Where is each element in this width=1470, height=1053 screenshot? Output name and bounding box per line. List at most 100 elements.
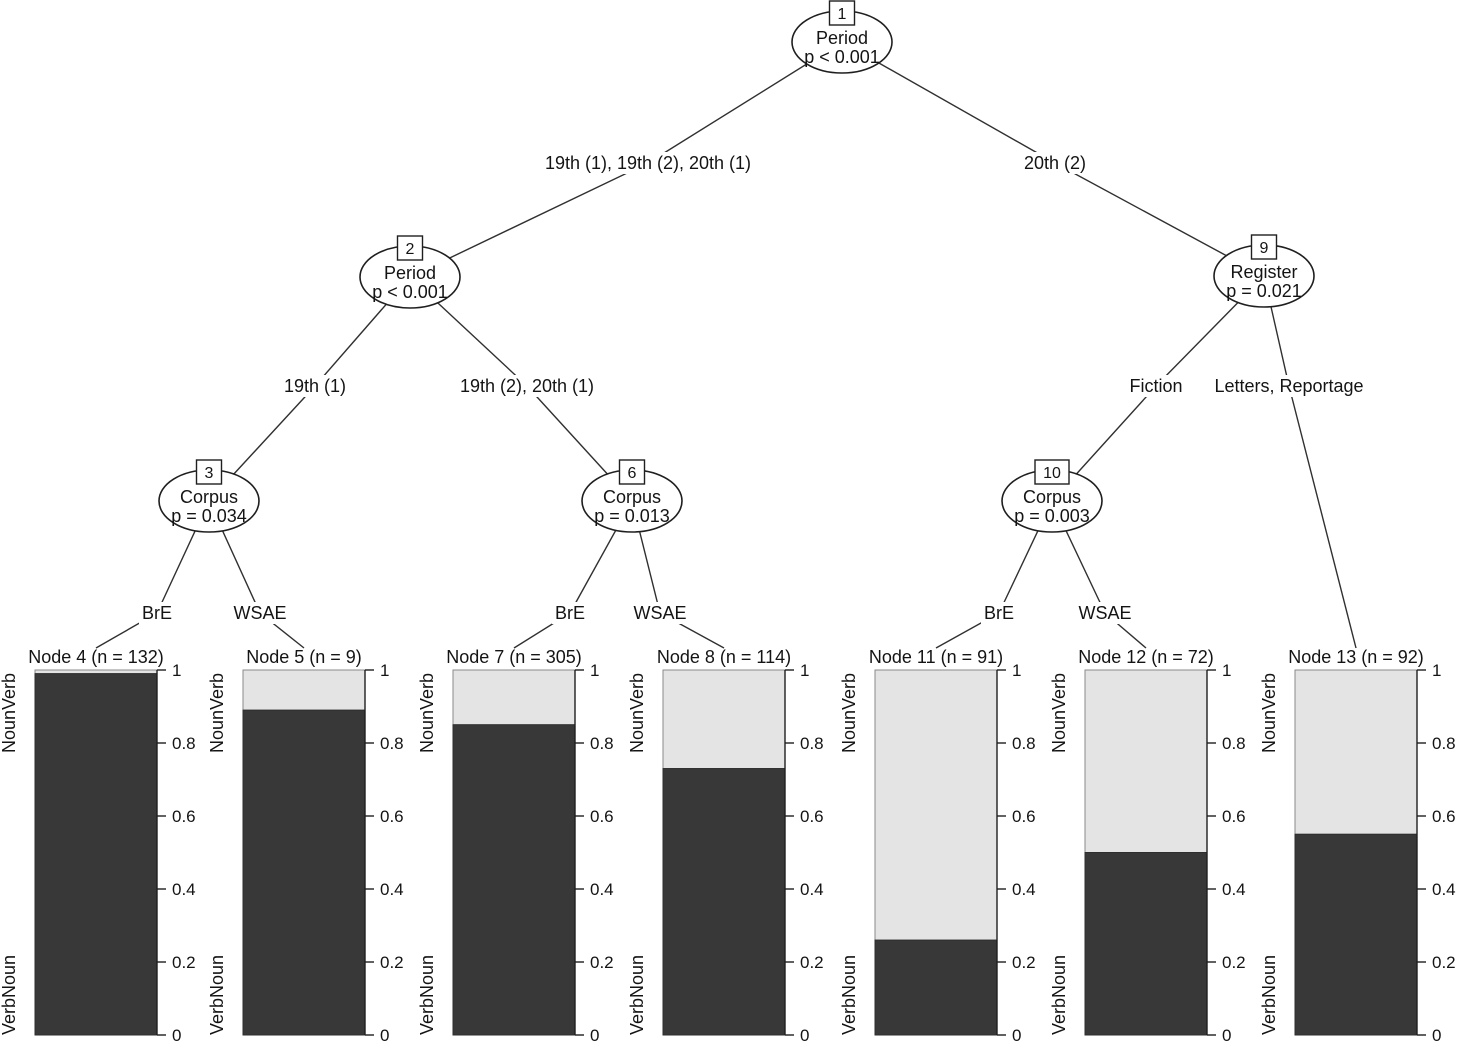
- node-pvalue: p < 0.001: [372, 282, 448, 302]
- y-axis-tick-label: 0.2: [172, 953, 196, 972]
- axis-label-nounverb: NounVerb: [1259, 673, 1279, 753]
- y-axis-tick-label: 0.6: [1222, 807, 1246, 826]
- axis-label-nounverb: NounVerb: [417, 673, 437, 753]
- terminal-panel-11: Node 11 (n = 91)NounVerbVerbNoun00.20.40…: [839, 647, 1036, 1045]
- edge-label-background: [551, 602, 589, 624]
- axis-label-nounverb: NounVerb: [839, 673, 859, 753]
- edge-label: WSAE: [1078, 603, 1131, 623]
- bar-segment-nounverb: [874, 669, 998, 941]
- edge-label-background: [230, 602, 290, 624]
- edge-label: WSAE: [233, 603, 286, 623]
- y-axis-tick-label: 0.4: [590, 880, 614, 899]
- edge-label-background: [630, 602, 690, 624]
- y-axis-tick-label: 0: [590, 1026, 599, 1045]
- bar-segment-nounverb: [242, 669, 366, 711]
- y-axis-tick-label: 0.6: [380, 807, 404, 826]
- y-axis-tick-label: 0: [172, 1026, 181, 1045]
- bar-segment-verbnoun: [874, 939, 998, 1036]
- node-number-box: [1250, 234, 1278, 260]
- y-axis-tick-label: 0.8: [1222, 734, 1246, 753]
- panel-title: Node 8 (n = 114): [657, 647, 791, 667]
- node-variable: Corpus: [603, 487, 661, 507]
- y-axis-tick-label: 0.8: [380, 734, 404, 753]
- y-axis-tick-label: 1: [1012, 661, 1021, 680]
- bar-segment-verbnoun: [452, 724, 576, 1036]
- node-number-box: [618, 459, 646, 485]
- y-axis-tick-label: 0: [1432, 1026, 1441, 1045]
- edge-label: 19th (2), 20th (1): [460, 376, 594, 396]
- edge-label-background: [1020, 152, 1090, 174]
- edge-label: WSAE: [633, 603, 686, 623]
- node-variable: Corpus: [1023, 487, 1081, 507]
- y-axis-tick-label: 0.4: [1222, 880, 1246, 899]
- y-axis-tick-label: 0.6: [1012, 807, 1036, 826]
- axis-label-verbnoun: VerbNoun: [627, 955, 647, 1035]
- y-axis-tick-label: 0.4: [1432, 880, 1456, 899]
- y-axis-tick-label: 0.2: [380, 953, 404, 972]
- y-axis-tick-label: 0.8: [800, 734, 824, 753]
- bar-segment-nounverb: [662, 669, 786, 770]
- bar-segment-nounverb: [1084, 669, 1208, 853]
- y-axis-tick-label: 0.4: [800, 880, 824, 899]
- terminal-panel-5: Node 5 (n = 9)NounVerbVerbNoun00.20.40.6…: [207, 647, 404, 1045]
- node-variable: Register: [1230, 262, 1297, 282]
- axis-label-verbnoun: VerbNoun: [839, 955, 859, 1035]
- panel-title: Node 11 (n = 91): [869, 647, 1003, 667]
- node-number: 2: [406, 241, 415, 258]
- axis-label-nounverb: NounVerb: [627, 673, 647, 753]
- edge-line: [1288, 385, 1357, 649]
- terminal-panel-7: Node 7 (n = 305)NounVerbVerbNoun00.20.40…: [417, 647, 614, 1045]
- y-axis-tick-label: 0.2: [1432, 953, 1456, 972]
- terminal-panel-13: Node 13 (n = 92)NounVerbVerbNoun00.20.40…: [1259, 647, 1456, 1045]
- edge-label-background: [280, 375, 350, 397]
- edge-label-background: [980, 602, 1018, 624]
- y-axis-tick-label: 0.4: [1012, 880, 1036, 899]
- axis-label-verbnoun: VerbNoun: [417, 955, 437, 1035]
- edge-label-background: [1075, 602, 1135, 624]
- edge-label: 20th (2): [1024, 153, 1086, 173]
- y-axis-tick-label: 0.8: [1012, 734, 1036, 753]
- y-axis-tick-label: 0.6: [590, 807, 614, 826]
- node-pvalue: p = 0.003: [1014, 506, 1090, 526]
- bar-segment-nounverb: [452, 669, 576, 726]
- y-axis-tick-label: 1: [172, 661, 181, 680]
- y-axis-tick-label: 0: [380, 1026, 389, 1045]
- y-axis-tick-label: 0.2: [1012, 953, 1036, 972]
- node-pvalue: p = 0.021: [1226, 281, 1302, 301]
- axis-label-verbnoun: VerbNoun: [1049, 955, 1069, 1035]
- axis-label-verbnoun: VerbNoun: [207, 955, 227, 1035]
- y-axis-tick-label: 1: [1432, 661, 1441, 680]
- panel-title: Node 4 (n = 132): [28, 647, 164, 667]
- y-axis-tick-label: 1: [800, 661, 809, 680]
- y-axis-tick-label: 0.2: [1222, 953, 1246, 972]
- bar-segment-nounverb: [1294, 669, 1418, 835]
- axis-label-verbnoun: VerbNoun: [0, 955, 19, 1035]
- bar-segment-verbnoun: [1294, 833, 1418, 1036]
- y-axis-tick-label: 0.4: [380, 880, 404, 899]
- axis-label-nounverb: NounVerb: [1049, 673, 1069, 753]
- y-axis-tick-label: 0.6: [1432, 807, 1456, 826]
- bar-segment-verbnoun: [662, 768, 786, 1036]
- panel-title: Node 12 (n = 72): [1078, 647, 1214, 667]
- y-axis-tick-label: 1: [1222, 661, 1231, 680]
- edge-label: BrE: [555, 603, 585, 623]
- y-axis-tick-label: 0: [1222, 1026, 1231, 1045]
- bar-segment-verbnoun: [1084, 852, 1208, 1036]
- edge-label: Letters, Reportage: [1214, 376, 1363, 396]
- axis-label-verbnoun: VerbNoun: [1259, 955, 1279, 1035]
- panel-title: Node 5 (n = 9): [246, 647, 362, 667]
- y-axis-tick-label: 0.8: [1432, 734, 1456, 753]
- edge-label-background: [456, 375, 598, 397]
- node-variable: Corpus: [180, 487, 238, 507]
- edge-label: Fiction: [1129, 376, 1182, 396]
- y-axis-tick-label: 1: [590, 661, 599, 680]
- node-variable: Period: [816, 28, 868, 48]
- terminal-panel-4: Node 4 (n = 132)NounVerbVerbNoun00.20.40…: [0, 647, 196, 1045]
- node-pvalue: p < 0.001: [804, 47, 880, 67]
